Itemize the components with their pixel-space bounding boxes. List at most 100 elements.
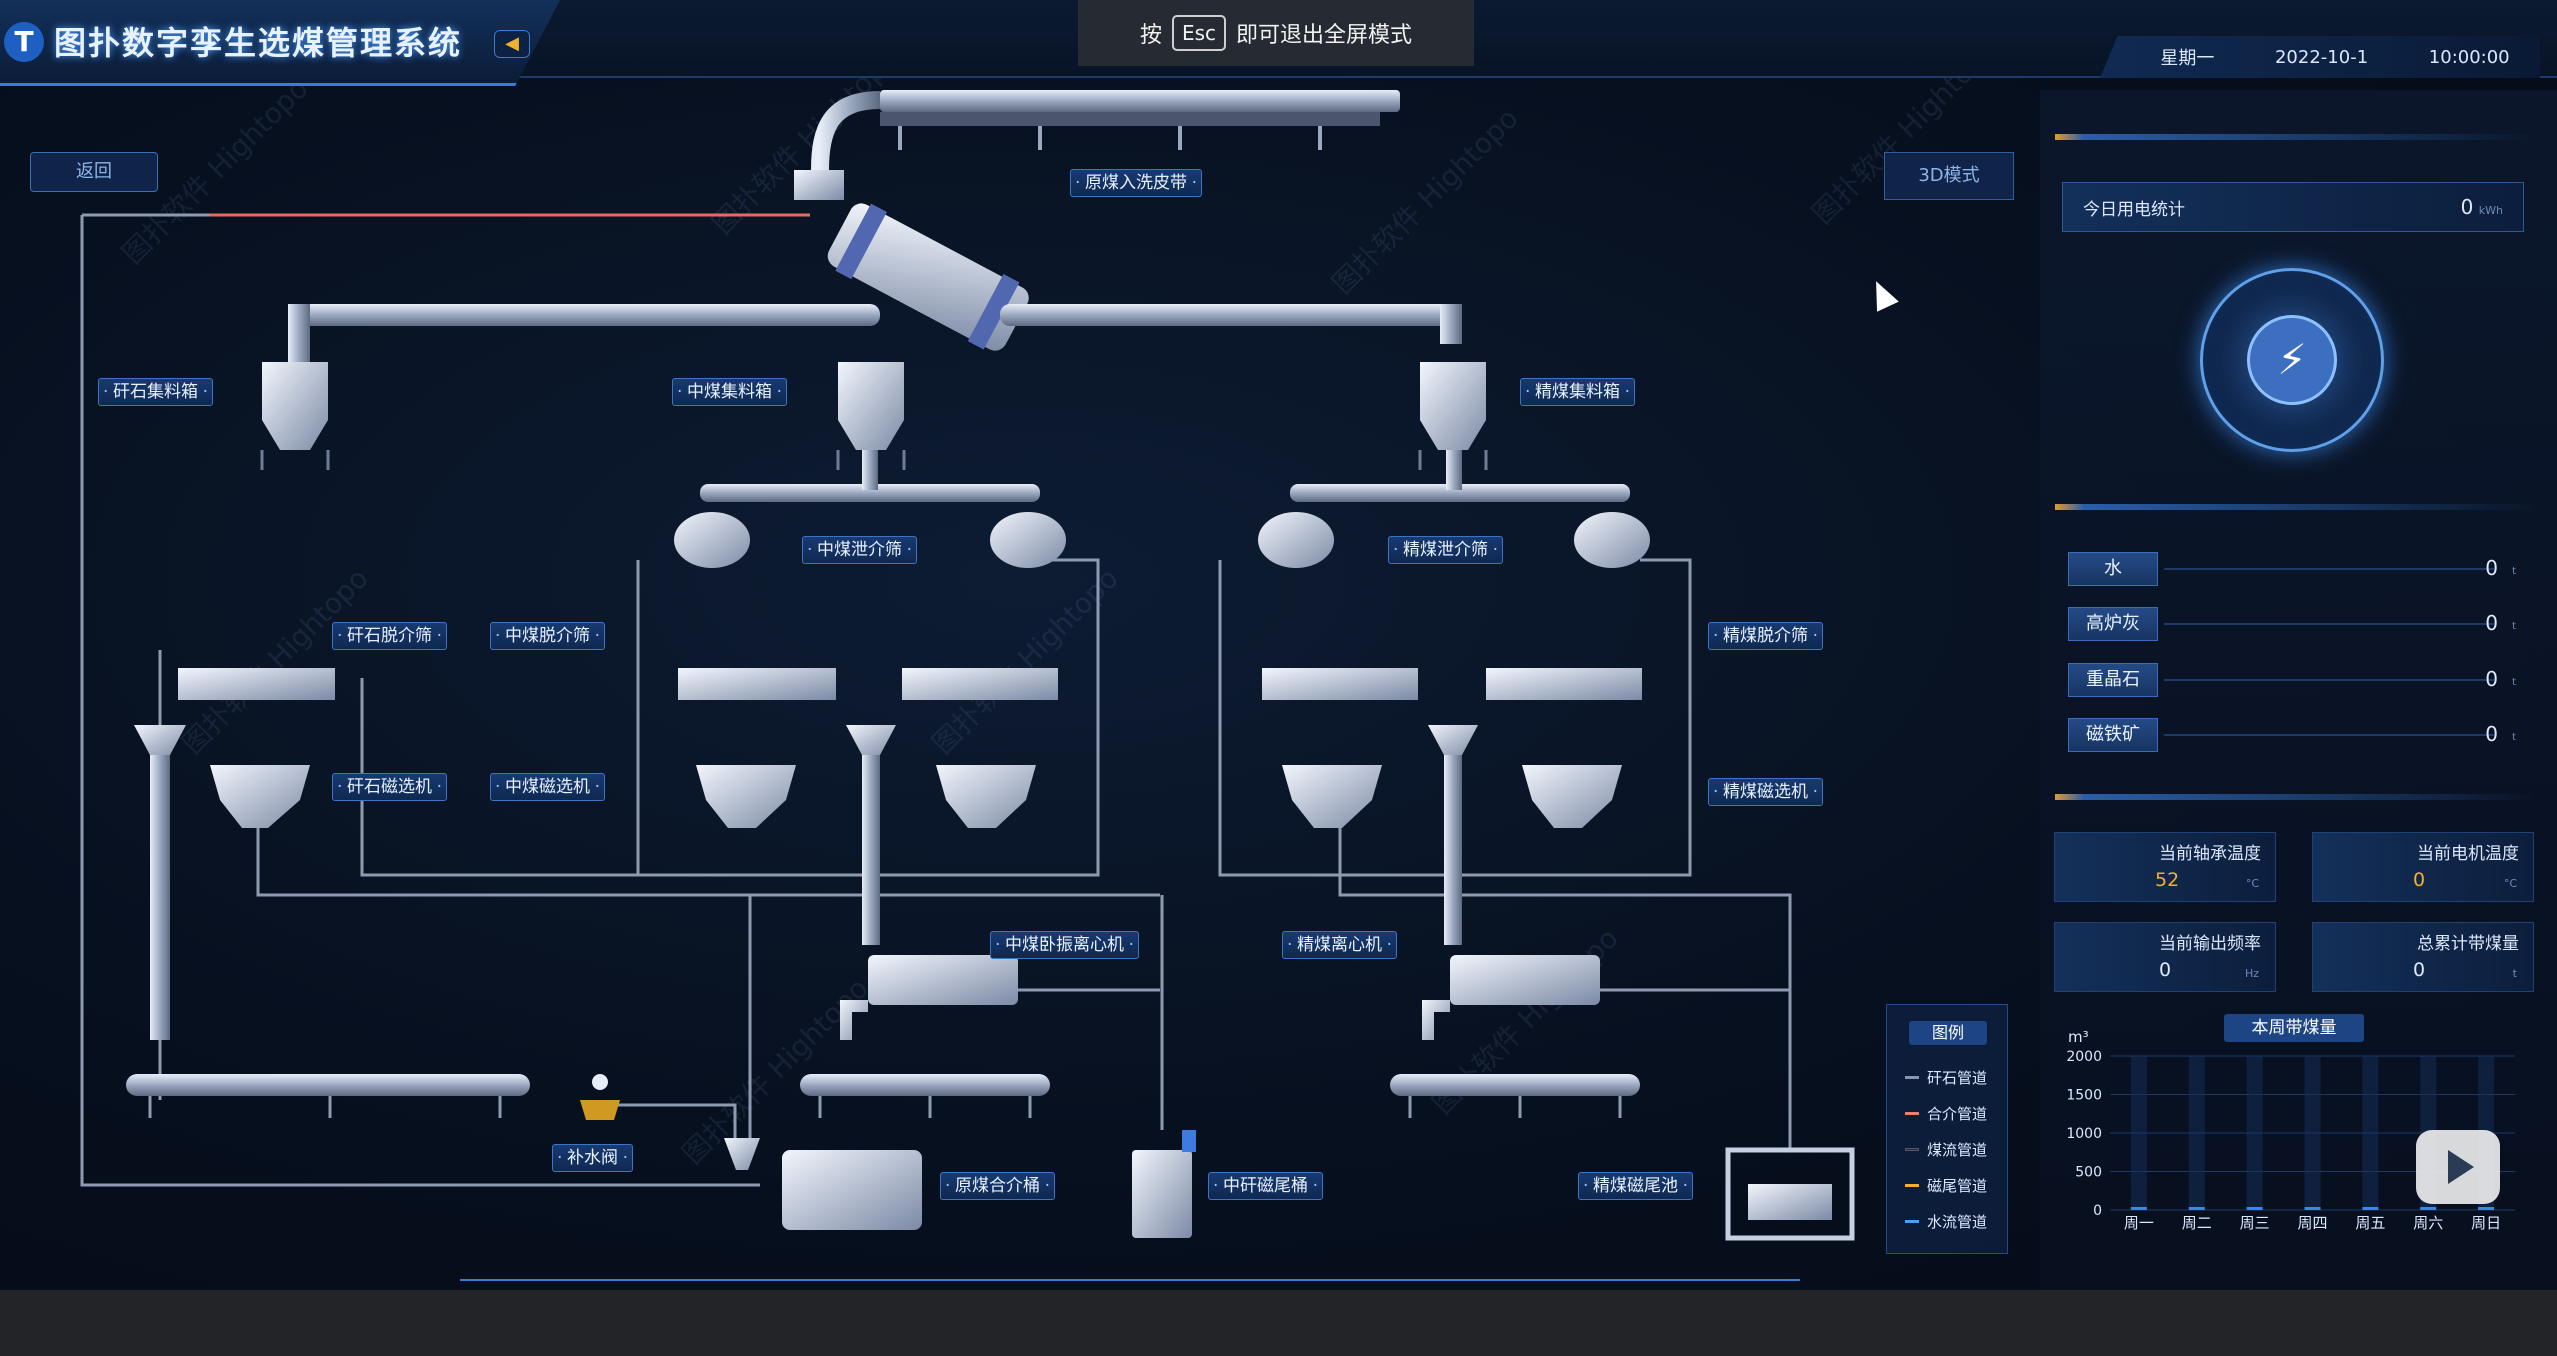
material-name: 重晶石	[2068, 663, 2158, 697]
label-clean-coal-bin[interactable]: 精煤集料箱	[1520, 378, 1635, 406]
label-middling-tail-tank[interactable]: 中矸磁尾桶	[1208, 1172, 1323, 1200]
label-gangue-magnetic-separator[interactable]: 矸石磁选机	[332, 773, 447, 801]
play-icon[interactable]	[2416, 1130, 2500, 1204]
y-tick-label: 1500	[2066, 1088, 2102, 1104]
label-middling-magnetic-separator[interactable]: 中煤磁选机	[490, 773, 605, 801]
weekday: 星期一	[2160, 48, 2215, 69]
material-track	[2164, 679, 2494, 681]
x-tick-label: 周五	[2355, 1214, 2385, 1230]
divider	[2055, 794, 2535, 800]
x-tick-label: 周四	[2297, 1214, 2327, 1230]
electricity-label: 今日用电统计	[2083, 199, 2185, 220]
legend-label: 水流管道	[1927, 1213, 1988, 1231]
fullscreen-hint-suffix: 即可退出全屏模式	[1236, 23, 1413, 48]
stat-value: 0	[2413, 959, 2426, 981]
time: 10:00:00	[2428, 46, 2510, 68]
x-tick-label: 周六	[2413, 1214, 2443, 1230]
label-raw-mix-tank[interactable]: 原煤合介桶	[940, 1172, 1055, 1200]
stat-title: 当前电机温度	[2417, 844, 2519, 864]
bar-track	[2362, 1056, 2379, 1210]
stat-unit: °C	[2245, 877, 2259, 890]
bar-track	[2188, 1056, 2205, 1210]
bar	[2478, 1207, 2495, 1210]
material-row: 高炉灰 0 t	[2068, 607, 2520, 641]
y-tick-label: 1000	[2066, 1126, 2102, 1142]
stat-value: 52	[2155, 869, 2180, 891]
legend-label: 矸石管道	[1927, 1069, 1988, 1087]
label-middling-centrifuge[interactable]: 中煤卧振离心机	[990, 931, 1139, 959]
stat-unit: t	[2512, 967, 2517, 980]
label-gangue-bin[interactable]: 矸石集料箱	[98, 378, 213, 406]
chart-title: 本周带煤量	[2224, 1014, 2364, 1042]
label-gangue-dewater-screen[interactable]: 矸石脱介筛	[332, 622, 447, 650]
bar-track	[2304, 1056, 2321, 1210]
label-clean-tail-pool[interactable]: 精煤磁尾池	[1578, 1172, 1693, 1200]
legend-item: 磁尾管道	[1905, 1175, 1987, 1196]
material-value: 0	[2485, 556, 2498, 580]
legend-swatch	[1905, 1112, 1919, 1115]
label-raw-coal-belt[interactable]: 原煤入洗皮带	[1070, 169, 1202, 197]
legend-label: 磁尾管道	[1927, 1177, 1988, 1195]
y-axis-unit: m³	[2068, 1030, 2089, 1046]
stat-card: 总累计带煤量 0 t	[2312, 922, 2534, 992]
divider	[2055, 134, 2535, 140]
stat-title: 当前轴承温度	[2159, 844, 2261, 864]
material-track	[2164, 623, 2494, 625]
label-middling-drain-screen[interactable]: 中煤泄介筛	[802, 536, 917, 564]
bar	[2420, 1207, 2437, 1210]
material-name: 磁铁矿	[2068, 718, 2158, 752]
material-unit: t	[2512, 732, 2516, 743]
legend-item: 水流管道	[1905, 1211, 1987, 1232]
bottom-bar	[0, 1290, 2557, 1356]
stat-value: 0	[2413, 869, 2426, 891]
bar	[2246, 1207, 2263, 1210]
material-track	[2164, 734, 2494, 736]
date: 2022-10-1	[2274, 46, 2369, 68]
material-name: 高炉灰	[2068, 607, 2158, 641]
bar	[2130, 1207, 2147, 1210]
3d-mode-button[interactable]: 3D模式	[1884, 152, 2014, 200]
y-tick-label: 500	[2075, 1165, 2102, 1181]
label-clean-dewater-screen[interactable]: 精煤脱介筛	[1708, 622, 1823, 650]
legend-item: 矸石管道	[1905, 1067, 1987, 1088]
process-diagram	[80, 90, 1855, 1281]
bar	[2188, 1207, 2205, 1210]
legend-swatch	[1905, 1076, 1919, 1079]
electricity-value: 0	[2460, 195, 2474, 219]
x-tick-label: 周二	[2182, 1214, 2212, 1230]
x-tick-label: 周三	[2240, 1214, 2270, 1230]
stat-card: 当前输出频率 0 Hz	[2054, 922, 2276, 992]
material-unit: t	[2512, 677, 2516, 688]
label-clean-drain-screen[interactable]: 精煤泄介筛	[1388, 536, 1503, 564]
label-middling-dewater-screen[interactable]: 中煤脱介筛	[490, 622, 605, 650]
material-value: 0	[2485, 667, 2498, 691]
app-screen: 图扑软件 Hightopo 图扑软件 Hightopo 图扑软件 Hightop…	[0, 0, 2557, 1290]
label-clean-magnetic-separator[interactable]: 精煤磁选机	[1708, 778, 1823, 806]
label-clean-centrifuge[interactable]: 精煤离心机	[1282, 931, 1397, 959]
stat-unit: Hz	[2244, 967, 2259, 980]
stat-card: 当前轴承温度 52 °C	[2054, 832, 2276, 902]
legend-label: 煤流管道	[1927, 1141, 1988, 1159]
datetime-box: 星期一 2022-10-1 10:00:00	[2100, 36, 2540, 78]
stat-title: 当前输出频率	[2159, 934, 2261, 954]
stat-unit: °C	[2503, 877, 2517, 890]
legend-swatch	[1905, 1148, 1919, 1151]
legend-panel: 图例 矸石管道 合介管道 煤流管道 磁尾管道 水流管道	[1886, 1004, 2008, 1254]
fullscreen-hint: 按 Esc 即可退出全屏模式	[1078, 0, 1474, 66]
label-middling-bin[interactable]: 中煤集料箱	[672, 378, 787, 406]
material-row: 磁铁矿 0 t	[2068, 718, 2520, 752]
divider	[2055, 504, 2535, 510]
y-tick-label: 0	[2093, 1203, 2102, 1219]
material-track	[2164, 568, 2494, 570]
back-button[interactable]: 返回	[30, 152, 158, 192]
label-water-valve[interactable]: 补水阀	[552, 1144, 633, 1172]
collapse-button[interactable]: ◀	[494, 30, 530, 58]
material-unit: t	[2512, 621, 2516, 632]
stat-title: 总累计带煤量	[2417, 934, 2519, 954]
bar-track	[2246, 1056, 2263, 1210]
legend-label: 合介管道	[1927, 1105, 1988, 1123]
fullscreen-hint-prefix: 按	[1139, 23, 1162, 48]
x-tick-label: 周一	[2124, 1214, 2154, 1230]
electricity-unit: kWh	[2478, 204, 2503, 217]
stat-card: 当前电机温度 0 °C	[2312, 832, 2534, 902]
